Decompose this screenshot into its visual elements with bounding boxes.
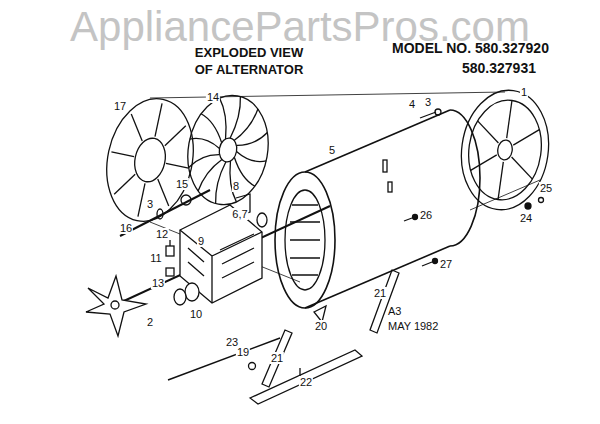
callout-number: 13 <box>151 277 165 289</box>
callout-number: 15 <box>175 178 189 190</box>
callout-number: 12 <box>155 228 169 240</box>
callout-number: 14 <box>206 91 220 103</box>
callout-number: 1 <box>520 86 528 98</box>
callout-number: 22 <box>299 376 313 388</box>
callout-number: 21 <box>373 287 387 299</box>
model-number: 580.327931 <box>462 60 536 76</box>
callout-number: 26 <box>419 209 433 221</box>
callout-number: 16 <box>119 222 133 234</box>
callout-number: 3 <box>146 198 154 210</box>
callout-number: 25 <box>539 182 553 194</box>
callout-number: 5 <box>328 144 336 156</box>
callout-number: 27 <box>439 258 453 270</box>
callout-number: 19 <box>236 346 250 358</box>
callout-number: 3 <box>424 96 432 108</box>
callout-number: 8 <box>232 180 240 192</box>
callout-number: 6,7 <box>231 208 248 220</box>
callout-number: 10 <box>189 308 203 320</box>
callout-number: 11 <box>149 252 162 264</box>
callout-number: 24 <box>519 212 533 224</box>
callout-number: 9 <box>197 235 205 247</box>
callout-number: 17 <box>113 100 127 112</box>
date-note: MAY 1982 <box>388 320 438 333</box>
model-number: MODEL NO. 580.327920 <box>392 40 549 56</box>
callout-number: 20 <box>314 320 328 332</box>
callout-number: 2 <box>146 316 154 328</box>
drawing-code: A3 <box>388 305 401 318</box>
diagram-title: EXPLODED VIEW OF ALTERNATOR <box>188 44 310 78</box>
callout-number: 21 <box>270 352 284 364</box>
callout-number: 4 <box>408 98 416 110</box>
